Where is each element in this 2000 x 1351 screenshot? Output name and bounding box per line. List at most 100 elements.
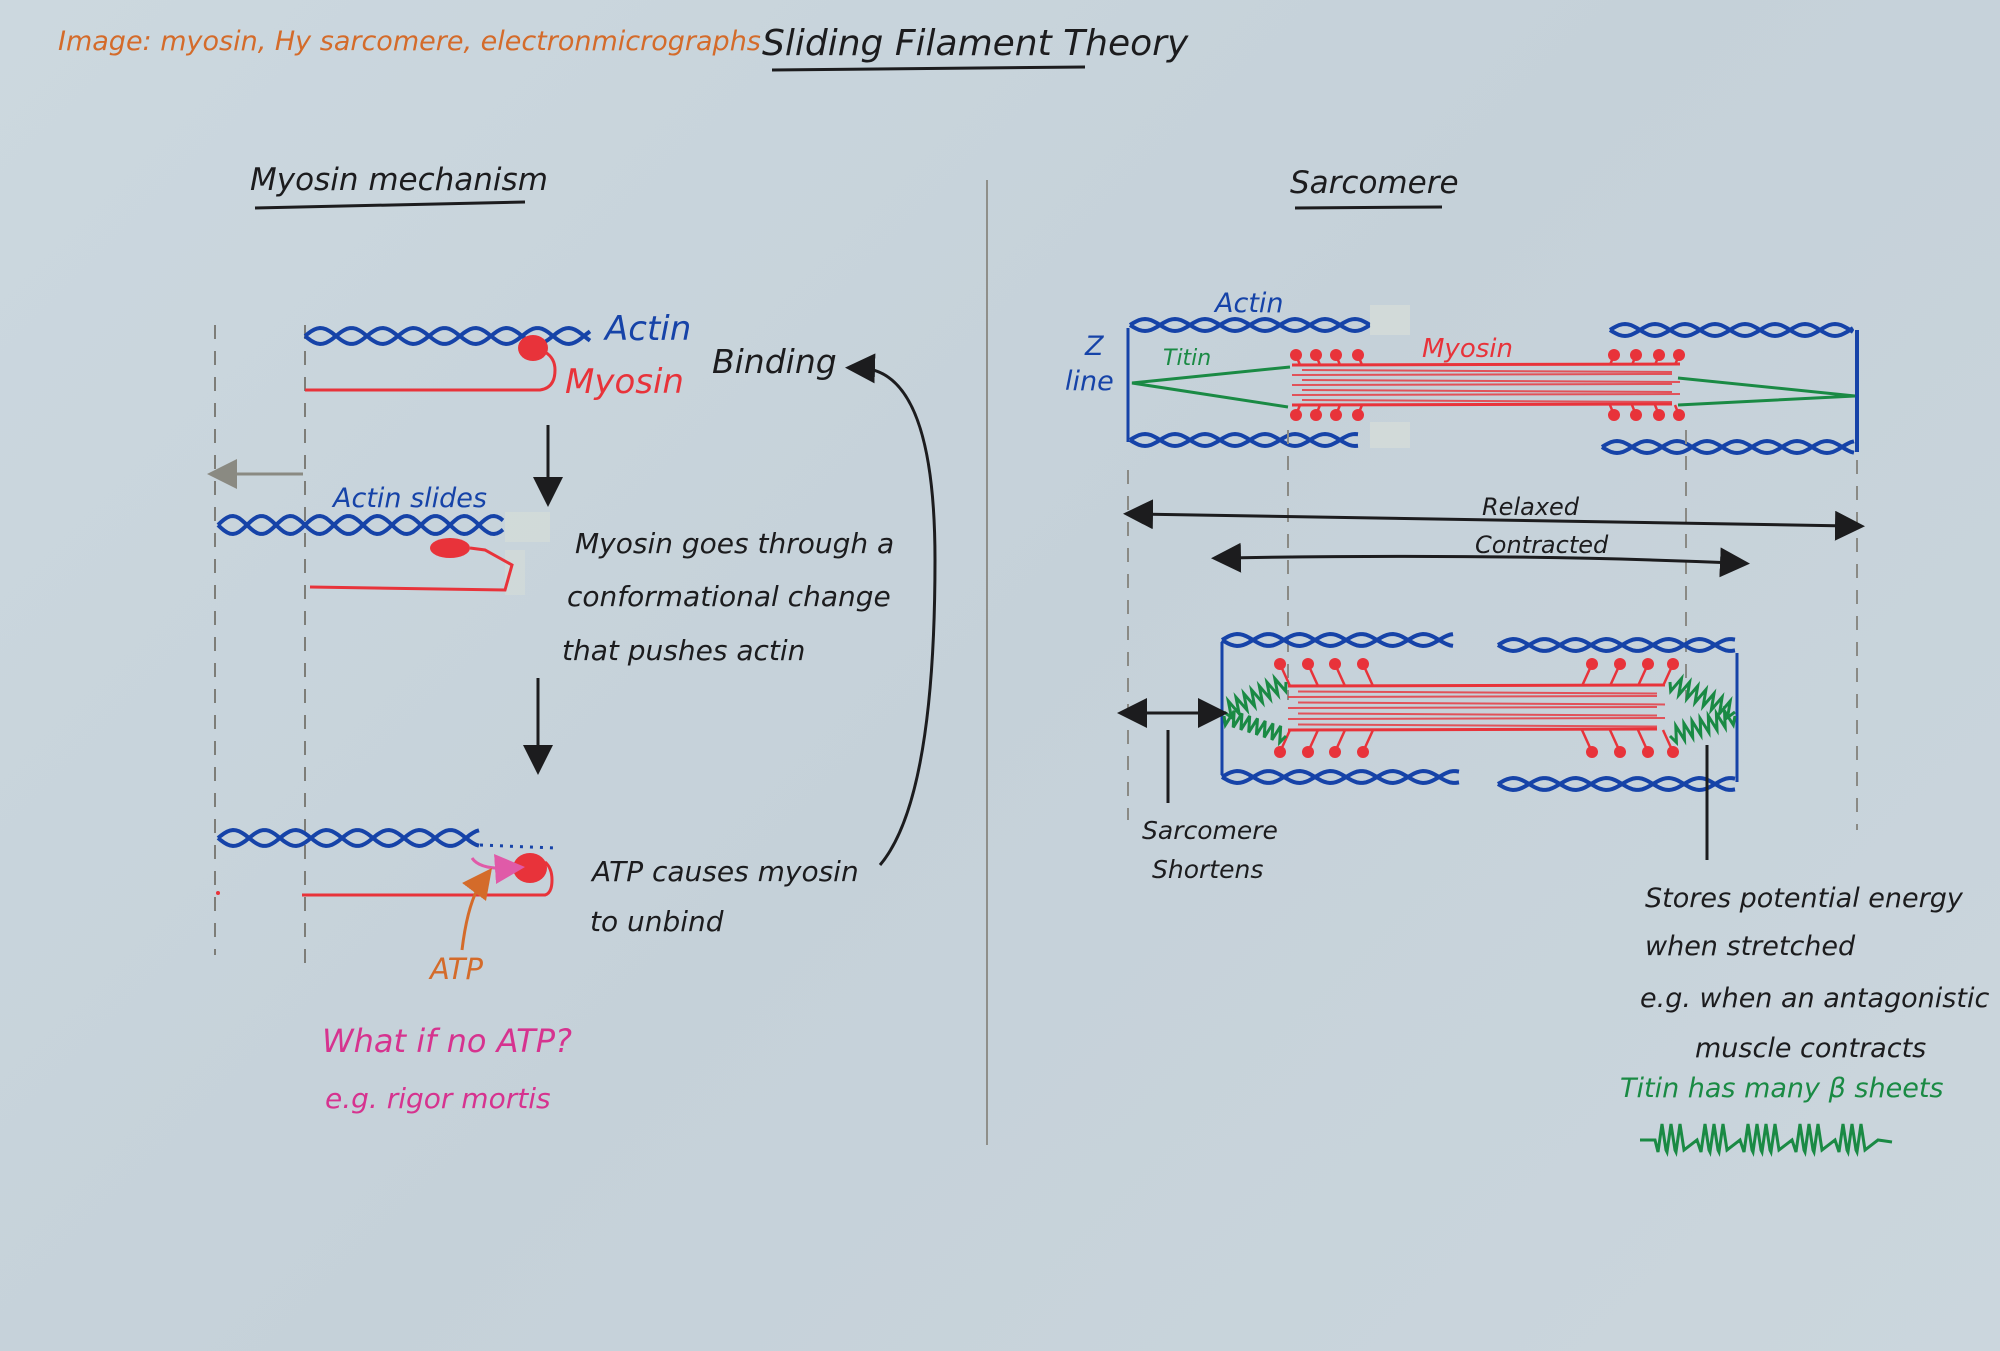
- step2-caption-line: Myosin goes through a: [575, 527, 895, 560]
- actin-slides-label: Actin slides: [333, 483, 487, 514]
- beta-sheet-squiggle-icon: [1640, 1123, 1893, 1157]
- myosin-thick-filament-strand: [1287, 717, 1666, 720]
- titin-note-line: Stores potential energy: [1645, 883, 1963, 914]
- myosin-heading-underline: [254, 200, 526, 210]
- myosin-thick-filament-strand: [1301, 399, 1673, 403]
- sarcomere-actin-label: Actin: [1215, 288, 1284, 319]
- binding-caption: Binding: [712, 342, 837, 381]
- contracted-label: Contracted: [1475, 531, 1609, 559]
- myosin-head: [1302, 746, 1314, 758]
- myosin-thick-filament-strand: [1291, 362, 1681, 367]
- myosin-thick-filament-strand: [1291, 383, 1673, 386]
- myosin-head: [1642, 658, 1654, 670]
- myosin-thick-filament-strand: [1301, 389, 1673, 393]
- actin-strand: [1496, 775, 1736, 793]
- myosin-thick-filament-strand: [1291, 373, 1673, 376]
- myosin-head: [1586, 746, 1598, 758]
- step3-myosin-head: [513, 853, 547, 883]
- actin-strand: [1220, 768, 1460, 786]
- z-line-label-z: Z: [1085, 331, 1104, 362]
- actin-strand: [1220, 768, 1460, 786]
- myosin-mechanism-heading: Myosin mechanism: [250, 162, 548, 198]
- sarcomere-heading: Sarcomere: [1290, 165, 1459, 201]
- cycle-return-arrow: [845, 353, 937, 866]
- myosin-head: [1274, 746, 1286, 758]
- step3-myosin-tail: [302, 860, 554, 897]
- myosin-head: [1608, 409, 1620, 421]
- myosin-head: [1614, 658, 1626, 670]
- myosin-head: [1357, 746, 1369, 758]
- actin-strand: [1496, 775, 1736, 793]
- relaxed-label: Relaxed: [1482, 493, 1580, 521]
- myosin-thick-filament-strand: [1297, 690, 1658, 695]
- tape-patch: [505, 550, 525, 595]
- contracted-sarcomere: [1220, 631, 1739, 793]
- myosin-thick-filament-strand: [1297, 723, 1658, 728]
- step1-myosin-label: Myosin: [565, 362, 684, 402]
- myosin-head: [1586, 658, 1598, 670]
- actin-strand: [1128, 431, 1359, 449]
- myosin-head: [1302, 658, 1314, 670]
- step2-caption-line: that pushes actin: [562, 634, 806, 667]
- step2-actin-filament: [216, 513, 505, 537]
- myosin-thick-filament-strand: [1297, 712, 1658, 717]
- step3-actin-filament: [216, 827, 480, 849]
- myosin-head: [1653, 409, 1665, 421]
- tape-patch: [505, 512, 550, 542]
- titin-left: [1131, 365, 1291, 409]
- sarcomere-shortens-line: Sarcomere: [1142, 816, 1278, 845]
- titin-note-line: when stretched: [1645, 931, 1856, 962]
- myosin-head: [1330, 409, 1342, 421]
- myosin-head: [1614, 746, 1626, 758]
- actin-strand: [1220, 631, 1454, 649]
- sarcomere-heading-underline: [1294, 205, 1443, 210]
- myosin-thick-filament-strand: [1297, 701, 1666, 706]
- myosin-head: [1673, 349, 1685, 361]
- myosin-thick-filament-strand: [1291, 393, 1681, 396]
- rigor-mortis-example: e.g. rigor mortis: [325, 1082, 551, 1115]
- myosin-head: [1352, 349, 1364, 361]
- titin-spring: [1222, 710, 1288, 747]
- actin-strand: [216, 513, 505, 537]
- step1-myosin-head: [518, 335, 548, 361]
- myosin-head: [1667, 658, 1679, 670]
- titin-spring: [1223, 673, 1288, 721]
- page-title: Sliding Filament Theory: [762, 23, 1189, 64]
- myosin-head: [1274, 658, 1286, 670]
- myosin-head: [1357, 658, 1369, 670]
- actin-strand: [216, 827, 480, 849]
- titin-beta-sheets-note: Titin has many β sheets: [1620, 1073, 1944, 1104]
- relaxed-sarcomere: [1126, 305, 1859, 456]
- myosin-head: [1329, 658, 1341, 670]
- actin-strand: [1220, 631, 1454, 649]
- myosin-head: [1290, 349, 1302, 361]
- titin-spring: [1668, 705, 1737, 747]
- actin-strand: [1608, 321, 1855, 339]
- myosin-thick-filament-strand: [1287, 706, 1658, 709]
- sarcomere-shortens-line: Shortens: [1152, 855, 1264, 884]
- myosin-head: [1673, 409, 1685, 421]
- no-atp-question: What if no ATP?: [322, 1022, 572, 1060]
- actin-strand: [1128, 316, 1372, 334]
- contracted-myosin-filament: [1274, 658, 1679, 758]
- myosin-thick-filament-strand: [1287, 695, 1658, 698]
- atp-pointer-arrow: [460, 867, 492, 951]
- myosin-head: [1352, 409, 1364, 421]
- image-note: Image: myosin, Hy sarcomere, electronmic…: [58, 26, 761, 57]
- z-line-label-line: line: [1065, 366, 1114, 397]
- myosin-head: [1329, 746, 1341, 758]
- relaxed-myosin-filament: [1290, 349, 1685, 421]
- actin-strand: [1128, 431, 1359, 449]
- myosin-thick-filament-strand: [1301, 379, 1681, 383]
- atp-label: ATP: [430, 952, 483, 986]
- step3-actin-dotted-end: [479, 843, 556, 850]
- step1-actin-label: Actin: [605, 309, 692, 349]
- actin-strand: [1496, 636, 1736, 654]
- myosin-thick-filament-strand: [1291, 402, 1673, 407]
- step3-caption-line: to unbind: [590, 905, 724, 938]
- myosin-head: [1310, 409, 1322, 421]
- actin-strand: [303, 325, 592, 347]
- relaxed-length-arrow: [1123, 499, 1865, 541]
- step3-caption-line: ATP causes myosin: [592, 855, 859, 888]
